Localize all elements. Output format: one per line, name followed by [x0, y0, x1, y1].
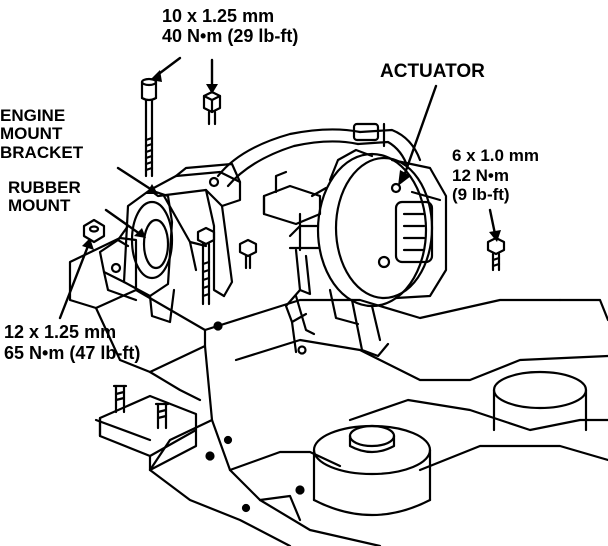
right-bolt-spec-label: 6 x 1.0 mm 12 N•m (9 lb-ft) [452, 146, 539, 205]
actuator [288, 148, 448, 358]
engine-mount-bracket-label: ENGINE MOUNT BRACKET [0, 106, 84, 162]
bolt-right [486, 236, 506, 272]
cylinder-boss [312, 370, 588, 517]
engine-block [68, 236, 608, 546]
top-bolt-spec-label: 10 x 1.25 mm 40 N•m (29 lb-ft) [162, 6, 298, 46]
bottom-bolt-torque: 65 N•m (47 lb-ft) [4, 343, 141, 364]
engine-mount-bracket [148, 162, 242, 298]
rubber-mount-label: RUBBER MOUNT [8, 178, 81, 216]
small-bolt-center [238, 238, 258, 270]
arrow-heads [82, 70, 501, 250]
bracket-label-line1: ENGINE [0, 106, 66, 125]
actuator-label: ACTUATOR [380, 61, 485, 82]
short-bolt-top [202, 90, 222, 126]
right-bolt-torque-nm: 12 N•m [452, 165, 509, 185]
top-bolt-torque: 40 N•m (29 lb-ft) [162, 26, 299, 47]
bracket-bolt [196, 226, 216, 306]
bottom-bolt-size: 12 x 1.25 mm [4, 322, 117, 342]
bracket-label-line2: MOUNT [0, 124, 63, 144]
bracket-label-line3: BRACKET [0, 142, 84, 162]
right-bolt-torque-lbft: (9 lb-ft) [452, 185, 510, 205]
rubber-label-line1: RUBBER [8, 178, 81, 197]
nut-left [82, 218, 106, 244]
right-bolt-size: 6 x 1.0 mm [452, 146, 539, 165]
bottom-bolt-spec-label: 12 x 1.25 mm 65 N•m (47 lb-ft) [4, 322, 140, 364]
vacuum-hose [216, 122, 422, 188]
top-bolt-size: 10 x 1.25 mm [162, 6, 275, 26]
actuator-linkage [262, 170, 322, 355]
rubber-label-line2: MOUNT [8, 196, 71, 216]
base-plate [98, 384, 198, 472]
long-bolt-top [140, 77, 158, 178]
